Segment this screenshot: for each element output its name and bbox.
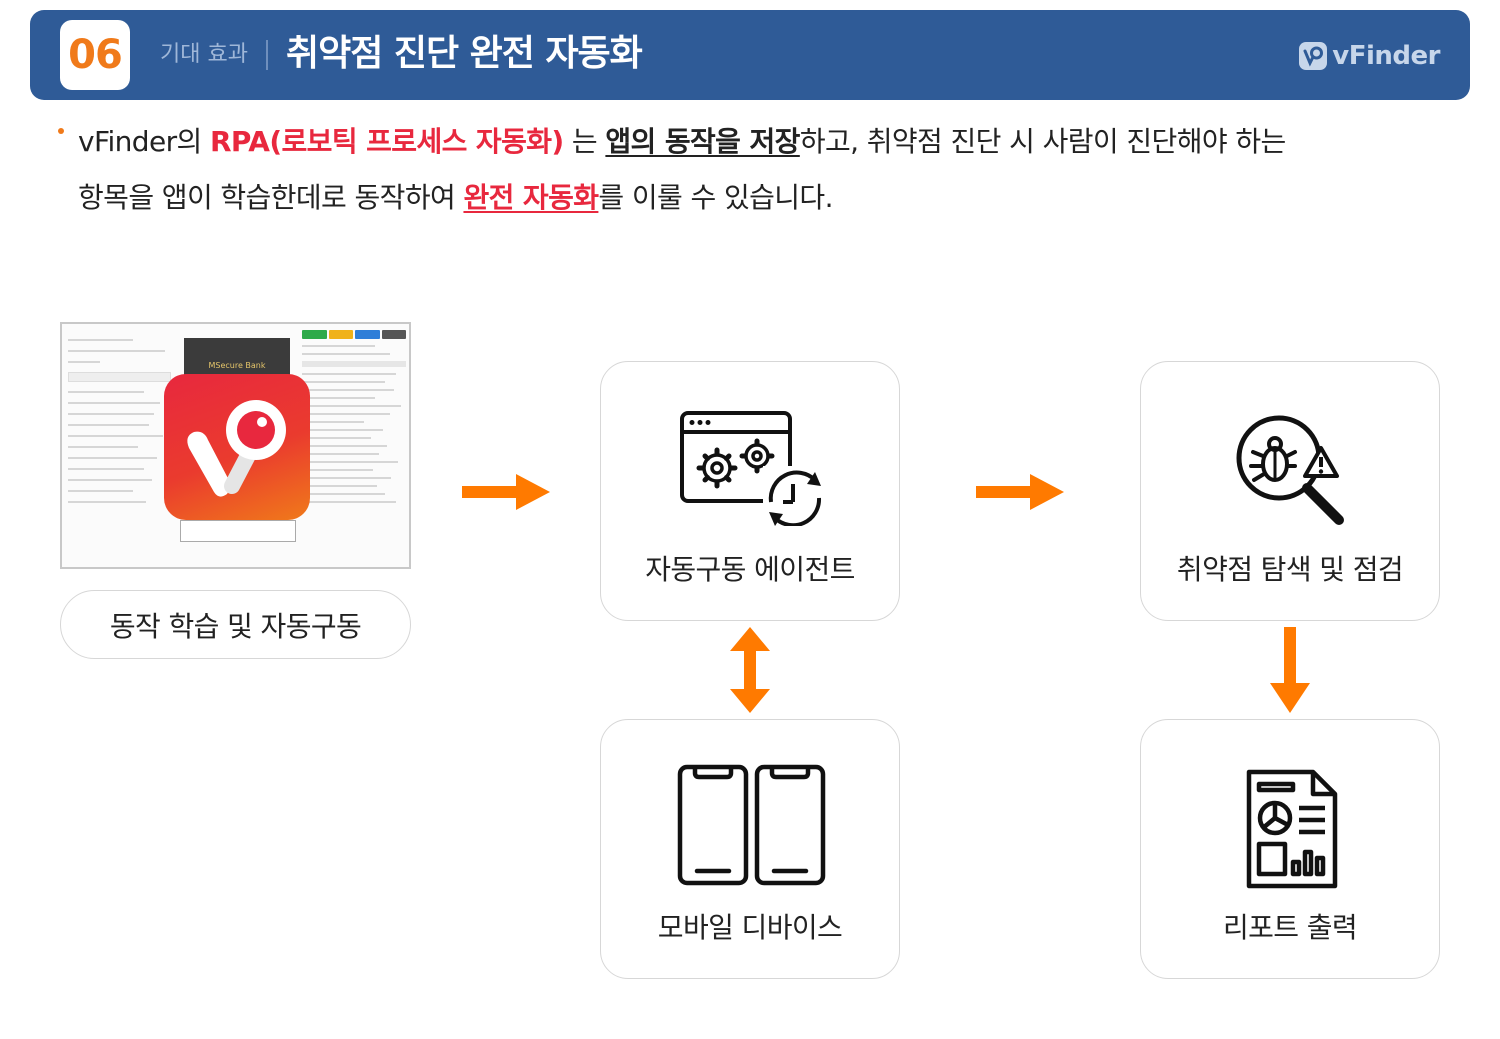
section-category: 기대 효과 bbox=[160, 42, 248, 67]
desc-underline-save: 앱의 동작을 저장 bbox=[605, 125, 800, 158]
two-smartphones-icon bbox=[677, 764, 826, 886]
double-arrow-vertical-icon bbox=[730, 627, 770, 713]
desc-text: 항목을 앱이 학습한데로 동작하여 bbox=[78, 181, 464, 214]
node-learn: 동작 학습 및 자동구동 bbox=[60, 590, 411, 659]
desc-text: vFinder의 bbox=[78, 125, 210, 158]
screenshot-nav-bar bbox=[180, 520, 296, 542]
node-agent-box: 자동구동 에이전트 bbox=[600, 361, 900, 621]
desc-text: 를 이룰 수 있습니다. bbox=[598, 181, 833, 214]
vfinder-logo-icon bbox=[1299, 42, 1328, 70]
desc-text: 는 bbox=[563, 125, 606, 158]
logo-text: vFinder bbox=[1332, 41, 1440, 71]
bullet-dot bbox=[58, 128, 64, 134]
vfinder-app-icon bbox=[164, 374, 310, 520]
description: vFinder의 RPA(로보틱 프로세스 자동화) 는 앱의 동작을 저장하고… bbox=[78, 114, 1458, 226]
screenshot-right-panel bbox=[302, 330, 406, 562]
node-agent-label: 자동구동 에이전트 bbox=[645, 553, 855, 586]
header-divider bbox=[266, 40, 268, 70]
report-document-chart-icon bbox=[1246, 769, 1338, 889]
node-report-label: 리포트 출력 bbox=[1222, 911, 1358, 944]
node-scan-label: 취약점 탐색 및 점검 bbox=[1176, 553, 1404, 586]
vfinder-app-logo-icon bbox=[187, 400, 286, 497]
arrow-down-icon bbox=[1270, 627, 1310, 713]
desc-highlight-automation: 완전 자동화 bbox=[463, 181, 599, 214]
desc-highlight-rpa: RPA(로보틱 프로세스 자동화) bbox=[209, 125, 564, 158]
arrow-right-icon bbox=[462, 474, 550, 510]
node-device-box: 모바일 디바이스 bbox=[600, 719, 900, 979]
node-scan-box: 취약점 탐색 및 점검 bbox=[1140, 361, 1440, 621]
desc-text: 하고, 취약점 진단 시 사람이 진단해야 하는 bbox=[799, 125, 1286, 158]
arrow-right-icon bbox=[976, 474, 1064, 510]
browser-gears-sync-icon bbox=[680, 411, 823, 526]
vfinder-logo: vFinder bbox=[1298, 40, 1440, 72]
section-number-badge: 06 bbox=[60, 20, 130, 90]
node-report-box: 리포트 출력 bbox=[1140, 719, 1440, 979]
header-bar: 06 기대 효과 취약점 진단 완전 자동화 vFinder bbox=[30, 10, 1470, 100]
node-device-label: 모바일 디바이스 bbox=[657, 911, 843, 944]
bug-magnifier-warning-icon bbox=[1236, 415, 1344, 525]
page-title: 취약점 진단 완전 자동화 bbox=[286, 33, 643, 74]
screenshot-left-panel bbox=[68, 330, 176, 562]
tool-screenshot: MSecure Bank bbox=[60, 322, 411, 569]
